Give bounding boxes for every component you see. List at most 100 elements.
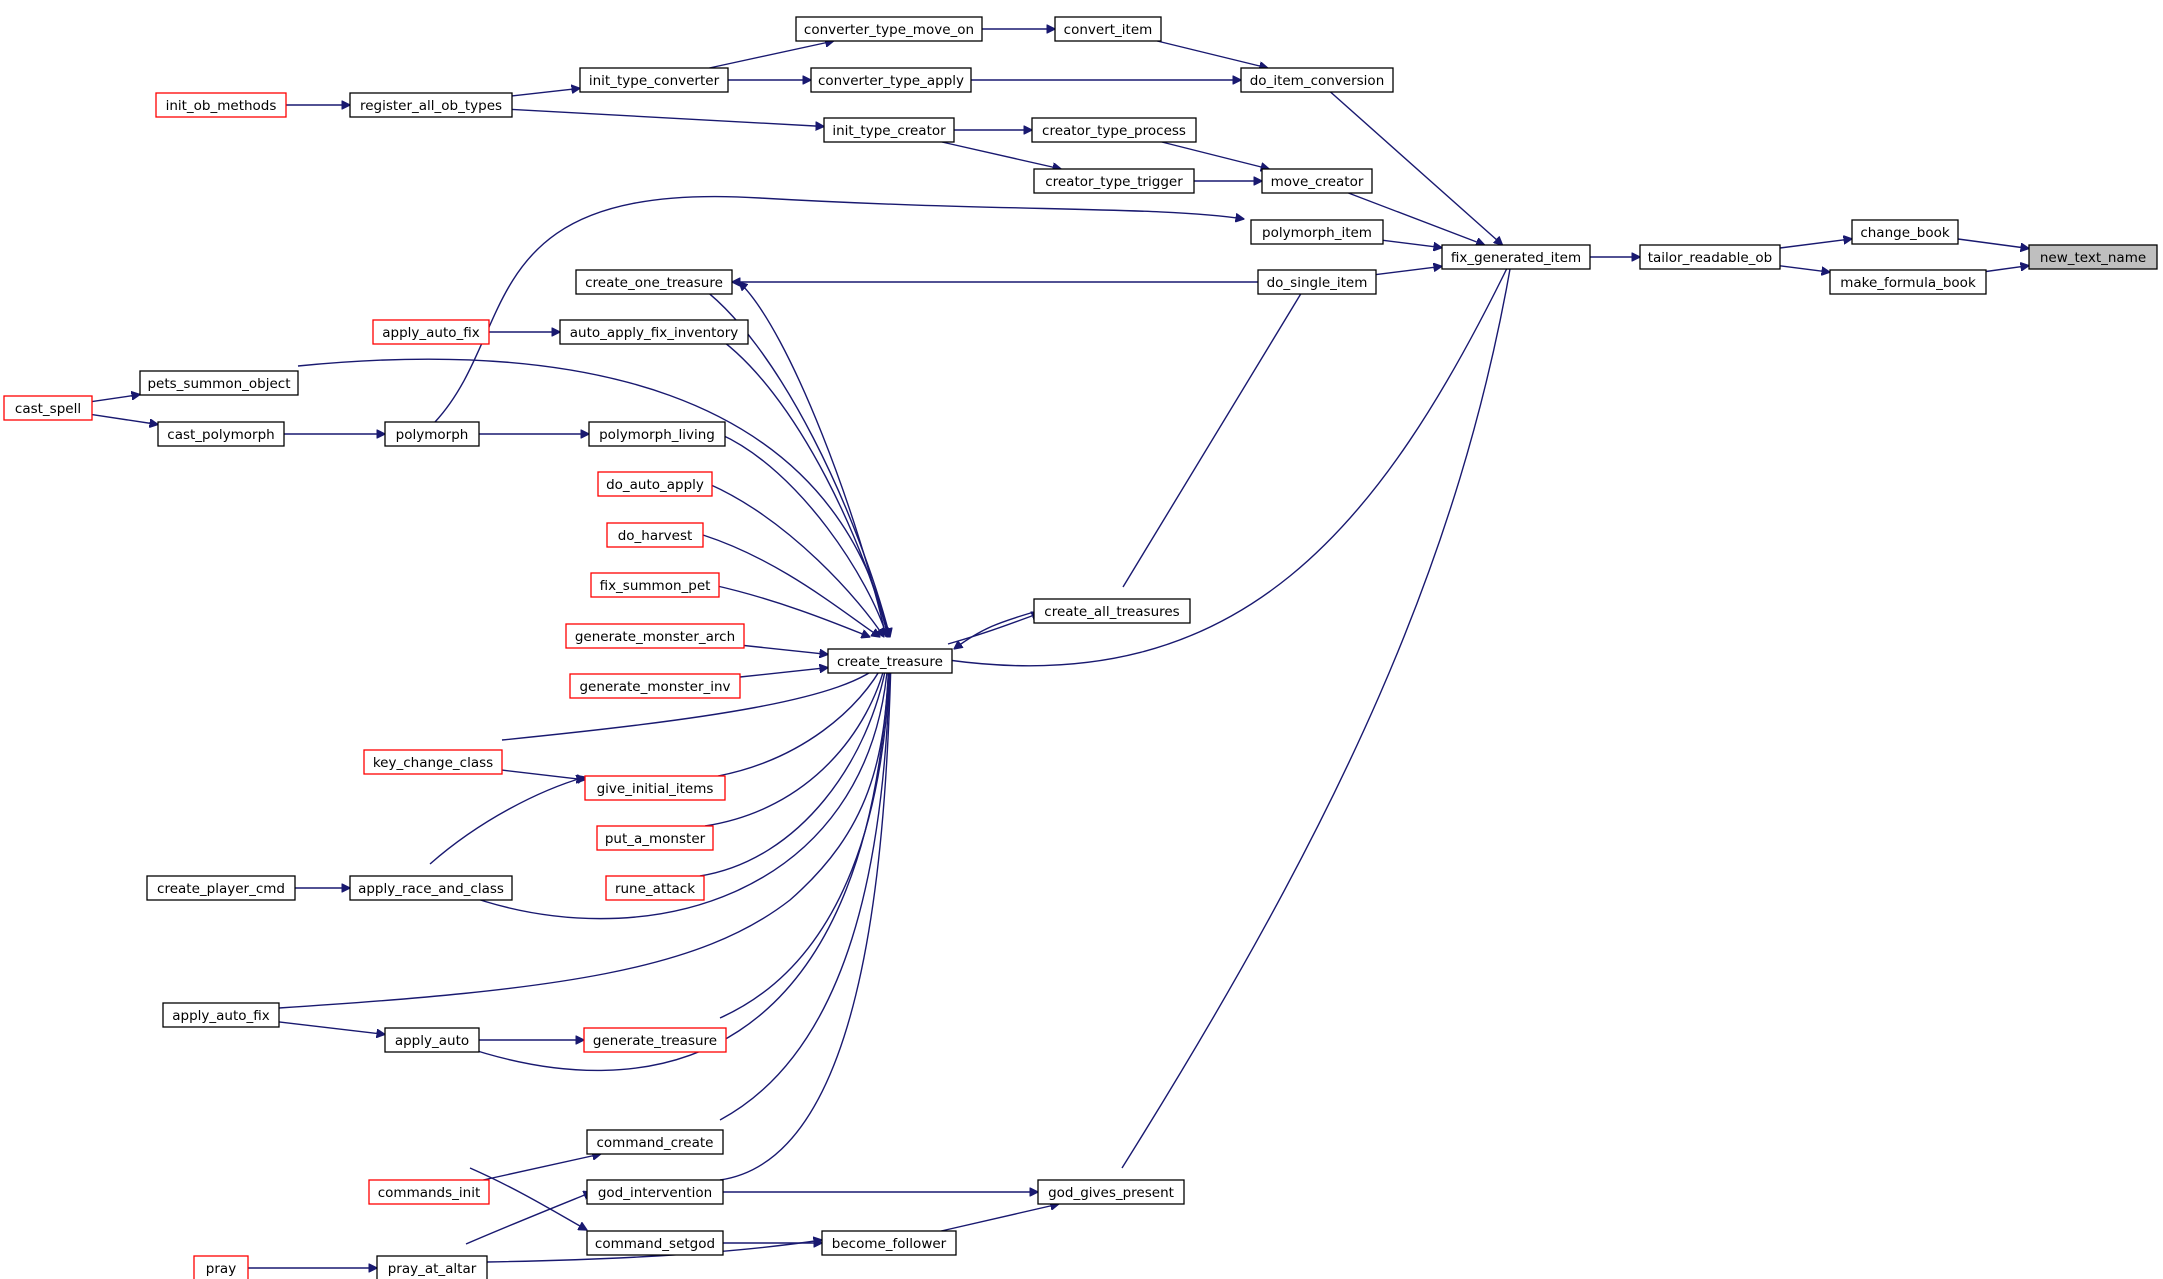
node-label: create_one_treasure <box>585 275 723 291</box>
node-box <box>597 471 713 497</box>
node-become-follower[interactable]: become_follower <box>821 1230 957 1256</box>
node-create-all-treasures[interactable]: create_all_treasures <box>1033 598 1191 624</box>
edge-line <box>719 661 890 1121</box>
node-cast-polymorph[interactable]: cast_polymorph <box>157 421 285 447</box>
edge-line <box>708 483 884 637</box>
edge-create_treasure-to-fix_generated_item <box>947 258 1512 667</box>
node-god-intervention[interactable]: god_intervention <box>586 1179 724 1205</box>
node-label: new_text_name <box>2040 250 2146 266</box>
node-pray[interactable]: pray <box>193 1255 249 1279</box>
edge-line <box>699 661 887 877</box>
node-box <box>1441 244 1591 270</box>
node-polymorph-item[interactable]: polymorph_item <box>1250 219 1384 245</box>
edge-tailor_readable_ob-to-make_formula_book <box>1779 265 1830 272</box>
node-do-item-conversion[interactable]: do_item_conversion <box>1240 67 1394 93</box>
node-do-harvest[interactable]: do_harvest <box>606 522 704 548</box>
node-label: convert_item <box>1064 22 1153 38</box>
edge-line <box>511 108 824 126</box>
edge-line <box>941 1204 1059 1232</box>
edge-generate_monster_inv-to-create_treasure <box>739 668 828 678</box>
node-generate-monster-arch[interactable]: generate_monster_arch <box>565 623 745 649</box>
node-create-one-treasure[interactable]: create_one_treasure <box>575 269 733 295</box>
node-create-player-cmd[interactable]: create_player_cmd <box>146 875 296 901</box>
edge-line <box>469 1167 587 1230</box>
node-init-type-converter[interactable]: init_type_converter <box>579 67 729 93</box>
node-move-creator[interactable]: move_creator <box>1261 168 1373 194</box>
node-apply-auto-fix[interactable]: apply_auto_fix <box>162 1002 280 1028</box>
edge-creator_type_process-to-move_creator <box>1161 141 1269 169</box>
node-init-ob-methods[interactable]: init_ob_methods <box>155 92 287 118</box>
edge-line <box>91 413 158 425</box>
node-generate-treasure[interactable]: generate_treasure <box>583 1027 727 1053</box>
node-label: pray_at_altar <box>388 1261 477 1277</box>
node-label: create_all_treasures <box>1044 604 1179 620</box>
edge-line <box>1157 40 1268 68</box>
edge-line <box>719 661 891 1181</box>
node-label: create_player_cmd <box>157 881 285 897</box>
node-label: do_item_conversion <box>1250 73 1385 89</box>
edge-pets_summon_object-to-create_treasure <box>297 358 889 637</box>
node-make-formula-book[interactable]: make_formula_book <box>1829 269 1987 295</box>
node-pets-summon-object[interactable]: pets_summon_object <box>139 370 299 396</box>
node-tailor-readable-ob[interactable]: tailor_readable_ob <box>1639 244 1781 270</box>
node-label: command_setgod <box>595 1236 715 1252</box>
edge-line <box>486 1240 822 1263</box>
node-auto-apply-fix-inventory[interactable]: auto_apply_fix_inventory <box>559 319 749 345</box>
node-label: polymorph <box>396 427 469 443</box>
node-new-text-name[interactable]: new_text_name <box>2028 244 2158 270</box>
edge-line <box>434 195 1244 423</box>
node-box <box>372 319 490 345</box>
node-label: creator_type_trigger <box>1045 174 1183 190</box>
node-converter-type-move-on[interactable]: converter_type_move_on <box>795 16 983 42</box>
edge-line <box>702 534 880 637</box>
node-convert-item[interactable]: convert_item <box>1054 16 1162 42</box>
node-apply-auto[interactable]: apply_auto <box>384 1027 480 1053</box>
node-apply-race-and-class[interactable]: apply_race_and_class <box>349 875 513 901</box>
node-change-book[interactable]: change_book <box>1851 219 1959 245</box>
node-key-change-class[interactable]: key_change_class <box>363 749 503 775</box>
node-box <box>376 1255 488 1279</box>
node-cast-spell[interactable]: cast_spell <box>3 395 93 421</box>
edge-line <box>1985 266 2029 273</box>
node-command-setgod[interactable]: command_setgod <box>586 1230 724 1256</box>
edge-generate_treasure-to-create_treasure <box>719 661 890 1019</box>
node-label: give_initial_items <box>597 781 714 797</box>
edge-make_formula_book-to-new_text_name <box>1985 266 2029 273</box>
node-creator-type-process[interactable]: creator_type_process <box>1031 117 1197 143</box>
node-init-type-creator[interactable]: init_type_creator <box>823 117 955 143</box>
edge-give_initial_items-to-create_treasure <box>717 661 885 777</box>
node-label: apply_race_and_class <box>358 881 504 897</box>
node-god-gives-present[interactable]: god_gives_present <box>1037 1179 1185 1205</box>
node-generate-monster-inv[interactable]: generate_monster_inv <box>569 673 741 699</box>
node-box <box>155 92 287 118</box>
edge-line <box>91 395 140 403</box>
node-rune-attack[interactable]: rune_attack <box>605 875 705 901</box>
node-do-auto-apply[interactable]: do_auto_apply <box>597 471 713 497</box>
node-pray-at-altar[interactable]: pray_at_altar <box>376 1255 488 1279</box>
node-command-create[interactable]: command_create <box>586 1129 724 1155</box>
node-create-treasure[interactable]: create_treasure <box>827 648 953 674</box>
node-layer: new_text_name change_book make_formula_boo… <box>3 16 2158 1279</box>
edge-rune_attack-to-create_treasure <box>699 661 887 877</box>
node-box <box>565 623 745 649</box>
node-do-single-item[interactable]: do_single_item <box>1257 269 1377 295</box>
node-box <box>795 16 983 42</box>
node-fix-summon-pet[interactable]: fix_summon_pet <box>590 572 720 598</box>
node-apply-auto-fix-red[interactable]: apply_auto_fix <box>372 319 490 345</box>
node-converter-type-apply[interactable]: converter_type_apply <box>810 67 972 93</box>
node-fix-generated-item[interactable]: fix_generated_item <box>1441 244 1591 270</box>
node-register-all-ob-types[interactable]: register_all_ob_types <box>349 92 513 118</box>
node-put-a-monster[interactable]: put_a_monster <box>596 825 714 851</box>
node-give-initial-items[interactable]: give_initial_items <box>584 775 726 801</box>
edge-line <box>483 1154 601 1181</box>
edge-line <box>954 611 1035 649</box>
edge-register_all_ob_types-to-init_type_converter <box>511 88 580 97</box>
node-box <box>588 421 726 447</box>
node-commands-init[interactable]: commands_init <box>368 1179 490 1205</box>
edge-cast_spell-to-pets_summon_object <box>91 395 140 403</box>
node-polymorph[interactable]: polymorph <box>384 421 480 447</box>
node-creator-type-trigger[interactable]: creator_type_trigger <box>1033 168 1195 194</box>
node-label: apply_auto_fix <box>382 325 480 341</box>
node-box <box>1261 168 1373 194</box>
node-polymorph-living[interactable]: polymorph_living <box>588 421 726 447</box>
